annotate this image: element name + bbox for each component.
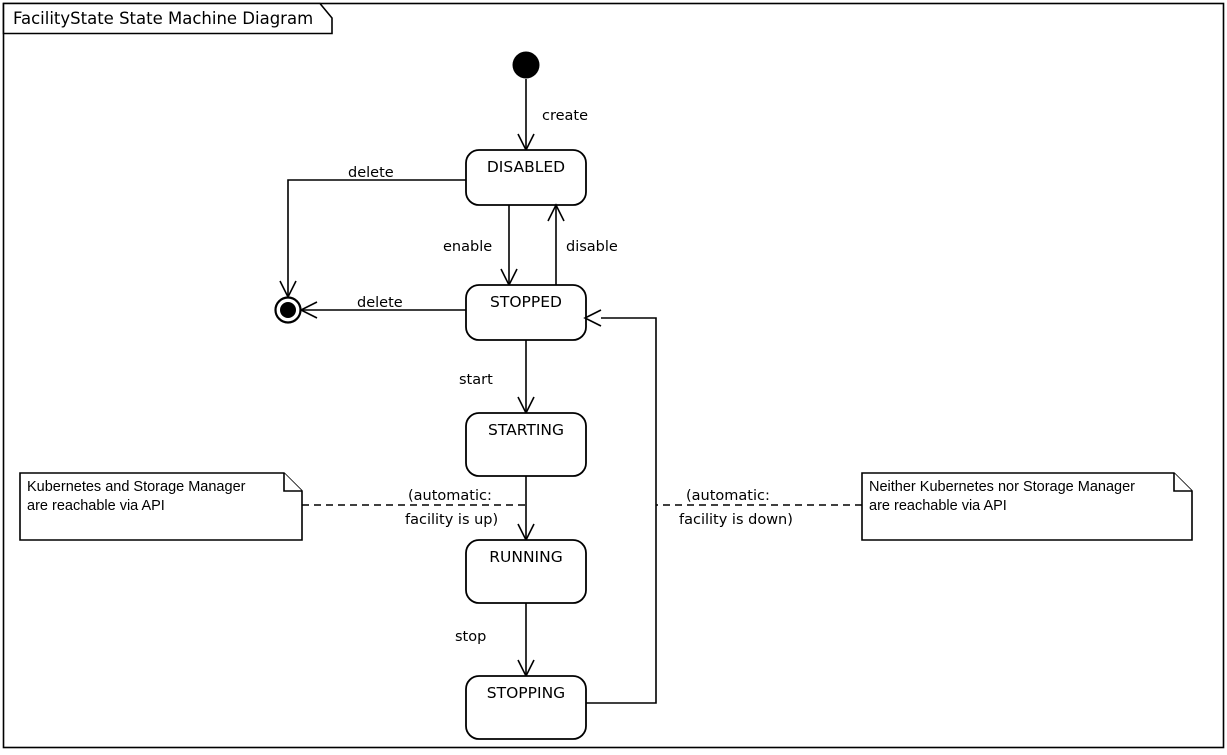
state-starting-label: STARTING — [488, 421, 564, 439]
transition-automatic-down: (automatic: facility is down) — [583, 309, 793, 704]
note-facility-down-body — [861, 472, 1193, 541]
state-starting[interactable]: STARTING — [465, 412, 587, 477]
transition-stop: stop — [455, 603, 535, 678]
transition-disable-arrowhead — [547, 203, 565, 222]
state-stopping-box[interactable] — [465, 675, 587, 740]
transition-automatic-up-label-line1: (automatic: — [408, 488, 492, 504]
transition-create-label: create — [542, 108, 588, 124]
transition-delete-from-disabled-line — [287, 179, 466, 296]
transition-automatic-down-arrowhead — [583, 309, 602, 327]
note-facility-up-fold — [283, 473, 302, 492]
transition-enable: enable — [443, 205, 518, 287]
transition-start-label: start — [459, 372, 493, 388]
note-facility-up-line2: are reachable via API — [27, 498, 165, 514]
initial-state-node — [512, 51, 540, 79]
state-stopped-label: STOPPED — [490, 293, 562, 311]
state-stopping[interactable]: STOPPING — [465, 675, 587, 740]
transition-automatic-down-line — [586, 317, 657, 704]
state-stopped[interactable]: STOPPED — [465, 284, 587, 341]
transition-enable-label: enable — [443, 239, 492, 255]
transition-automatic-down-label-line1: (automatic: — [686, 488, 770, 504]
note-facility-up: Kubernetes and Storage Manager are reach… — [19, 472, 526, 541]
state-disabled[interactable]: DISABLED — [465, 149, 587, 206]
state-stopping-label: STOPPING — [487, 684, 565, 702]
note-facility-up-line1: Kubernetes and Storage Manager — [27, 479, 246, 495]
transition-delete-from-stopped-label: delete — [357, 295, 403, 311]
page-title: FacilityState State Machine Diagram — [13, 9, 313, 28]
note-facility-down-line1: Neither Kubernetes nor Storage Manager — [869, 479, 1135, 495]
state-disabled-label: DISABLED — [487, 158, 565, 176]
transition-disable: disable — [547, 203, 618, 285]
transition-delete-from-disabled: delete — [279, 165, 466, 299]
final-state-node — [274, 296, 302, 324]
state-running-label: RUNNING — [489, 548, 562, 566]
transition-delete-from-disabled-label: delete — [348, 165, 394, 181]
note-facility-down: Neither Kubernetes nor Storage Manager a… — [656, 472, 1193, 541]
transition-automatic-down-label-line2: facility is down) — [679, 512, 793, 528]
transition-stop-label: stop — [455, 629, 486, 645]
state-disabled-box[interactable] — [465, 149, 587, 206]
transition-delete-from-stopped: delete — [299, 295, 466, 319]
transition-start: start — [459, 340, 535, 415]
final-state-core — [280, 302, 296, 318]
diagram-title-tab — [2, 2, 333, 35]
transition-disable-label: disable — [566, 239, 618, 255]
state-running[interactable]: RUNNING — [465, 539, 587, 604]
transition-automatic-up-label-line2: facility is up) — [405, 512, 498, 528]
note-facility-down-fold — [1173, 473, 1192, 492]
transition-automatic-up: (automatic: facility is up) — [405, 476, 535, 542]
note-facility-up-body — [19, 472, 303, 541]
note-facility-down-line2: are reachable via API — [869, 498, 1007, 514]
